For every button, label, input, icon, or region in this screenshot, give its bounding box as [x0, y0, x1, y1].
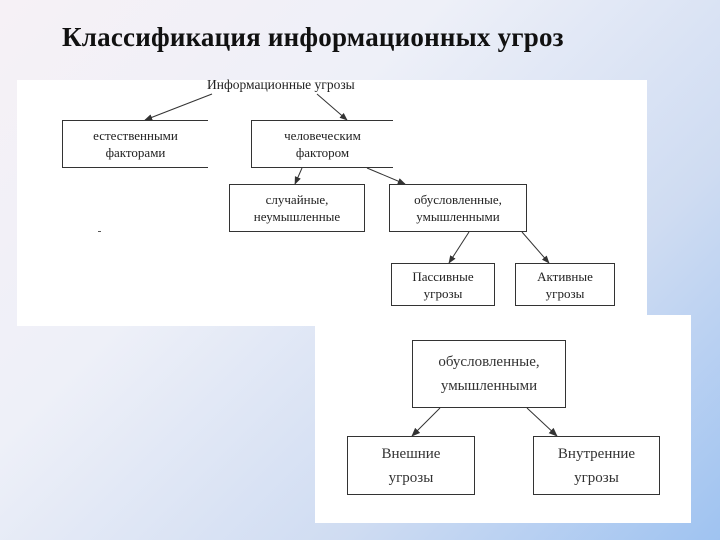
bottom-diagram-connectors: [411, 407, 558, 437]
stray-mark: [98, 231, 101, 232]
arrow-root-to-natural: [144, 93, 213, 121]
arrow-root-to-human: [316, 93, 348, 121]
node-intentional-detail: обусловленные, умышленными: [412, 340, 566, 408]
node-human-factor: человеческим фактором: [251, 120, 393, 168]
top-diagram-connectors: [144, 93, 550, 264]
arrow-intentional-to-passive: [448, 231, 470, 264]
arrow-intentional-to-external: [411, 407, 441, 437]
node-natural-factors: естественными факторами: [62, 120, 208, 168]
top-diagram-panel: Информационные угрозы естественными факт…: [17, 77, 647, 326]
arrow-intentional-to-active: [521, 231, 550, 264]
node-intentional: обусловленные, умышленными: [389, 184, 527, 232]
bottom-diagram-panel: обусловленные, умышленными Внешние угроз…: [315, 315, 691, 523]
node-external-threats: Внешние угрозы: [347, 436, 475, 495]
slide-title: Классификация информационных угроз: [62, 22, 564, 52]
node-passive-threats: Пассивные угрозы: [391, 263, 495, 306]
node-internal-threats: Внутренние угрозы: [533, 436, 660, 495]
arrow-intentional-to-internal: [526, 407, 558, 437]
top-root-label: Информационные угрозы: [207, 77, 355, 92]
arrow-human-to-intentional: [366, 167, 406, 185]
node-active-threats: Активные угрозы: [515, 263, 615, 306]
node-accidental: случайные, неумышленные: [229, 184, 365, 232]
arrow-human-to-accidental: [294, 167, 303, 185]
